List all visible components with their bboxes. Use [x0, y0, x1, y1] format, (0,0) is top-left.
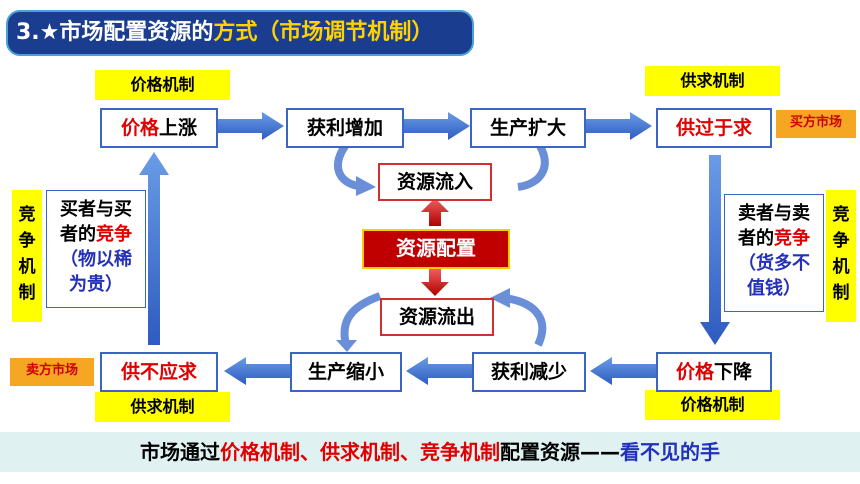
competition-buyers-l1: 买者与买 — [60, 199, 132, 220]
footer-part4: 看不见的手 — [620, 440, 720, 464]
label-price-mechanism-bottom: 价格机制 — [645, 390, 780, 420]
slide-title: 3.★市场配置资源的方式（市场调节机制） — [6, 10, 474, 56]
vchar: 制 — [18, 283, 36, 303]
curved-arrow-bottom-right — [503, 294, 547, 347]
curved-arrow-top-right — [517, 144, 549, 191]
vchar: 竞 — [18, 205, 36, 225]
node-supply-exceeds-demand: 供过于求 — [656, 108, 772, 148]
competition-sellers-l2b: 竞争 — [774, 228, 810, 249]
node-profit-increase: 获利增加 — [286, 108, 404, 148]
node-price-fall-red: 价格 — [675, 361, 714, 383]
node-resource-allocation: 资源配置 — [362, 229, 510, 269]
badge-seller-market: 卖方市场 — [10, 358, 94, 386]
curved-arrow-bottom-left — [340, 292, 382, 346]
label-supply-mechanism-bottom: 供求机制 — [95, 392, 230, 422]
label-competition-mechanism-left: 竞 争 机 制 — [12, 190, 42, 322]
footer-part3: 配置资源—— — [500, 440, 620, 464]
competition-buyers-l3: （物以稀 — [60, 249, 132, 270]
footer-part1: 市场通过 — [140, 440, 220, 464]
vchar: 争 — [832, 231, 850, 251]
competition-sellers-l2a: 者的 — [738, 228, 774, 249]
arrow-right-3 — [586, 112, 652, 140]
competition-buyers-l2a: 者的 — [60, 224, 96, 245]
node-price-rise-rest: 上涨 — [159, 117, 198, 139]
competition-buyers-l2b: 竞争 — [96, 224, 132, 245]
competition-sellers-l1: 卖者与卖 — [738, 203, 810, 224]
footer-part2: 价格机制、供求机制、竞争机制 — [220, 440, 500, 464]
curved-arrow-top-left — [334, 139, 360, 190]
competition-buyers: 买者与买 者的竞争 （物以稀 为贵） — [46, 190, 146, 308]
arrow-up-left — [139, 152, 169, 345]
node-profit-decrease: 获利减少 — [472, 352, 586, 392]
competition-sellers-l3: （货多不 — [738, 253, 810, 274]
label-supply-mechanism-top: 供求机制 — [645, 66, 780, 96]
node-resource-inflow: 资源流入 — [378, 163, 492, 201]
vchar: 争 — [18, 231, 36, 251]
competition-buyers-l2: 者的竞争 — [51, 222, 141, 247]
competition-sellers-l2: 者的竞争 — [729, 226, 819, 251]
arrow-down-right — [700, 155, 730, 345]
arrow-right-2 — [404, 112, 470, 140]
node-price-rise: 价格上涨 — [100, 108, 218, 148]
arrow-right-1 — [218, 112, 284, 140]
arrow-up-center — [421, 198, 449, 226]
node-price-rise-red: 价格 — [120, 117, 159, 139]
title-prefix: 3.★市场配置资源的 — [16, 20, 214, 45]
node-demand-exceeds-supply: 供不应求 — [100, 352, 218, 392]
title-highlight: 方式（市场调节机制） — [213, 20, 434, 45]
footer-summary: 市场通过价格机制、供求机制、竞争机制配置资源——看不见的手 — [0, 432, 860, 472]
badge-buyer-market: 买方市场 — [776, 110, 856, 138]
vchar: 机 — [18, 257, 36, 277]
vchar: 制 — [832, 283, 850, 303]
label-competition-mechanism-right: 竞 争 机 制 — [826, 190, 856, 322]
vchar: 机 — [832, 257, 850, 277]
arrow-left-1 — [590, 357, 656, 385]
vchar: 竞 — [832, 205, 850, 225]
competition-buyers-l4: 为贵） — [69, 274, 123, 295]
competition-sellers: 卖者与卖 者的竞争 （货多不 值钱） — [724, 194, 824, 312]
arrow-left-2 — [406, 357, 472, 385]
arrow-down-center — [421, 268, 449, 296]
label-price-mechanism-top: 价格机制 — [95, 70, 230, 100]
node-price-fall-rest: 下降 — [714, 361, 753, 383]
competition-sellers-l4: 值钱） — [747, 278, 801, 299]
node-production-expand: 生产扩大 — [470, 108, 586, 148]
node-price-fall: 价格下降 — [656, 352, 772, 392]
arrow-left-3 — [224, 357, 290, 385]
node-production-shrink: 生产缩小 — [290, 352, 402, 392]
node-resource-outflow: 资源流出 — [380, 298, 494, 336]
